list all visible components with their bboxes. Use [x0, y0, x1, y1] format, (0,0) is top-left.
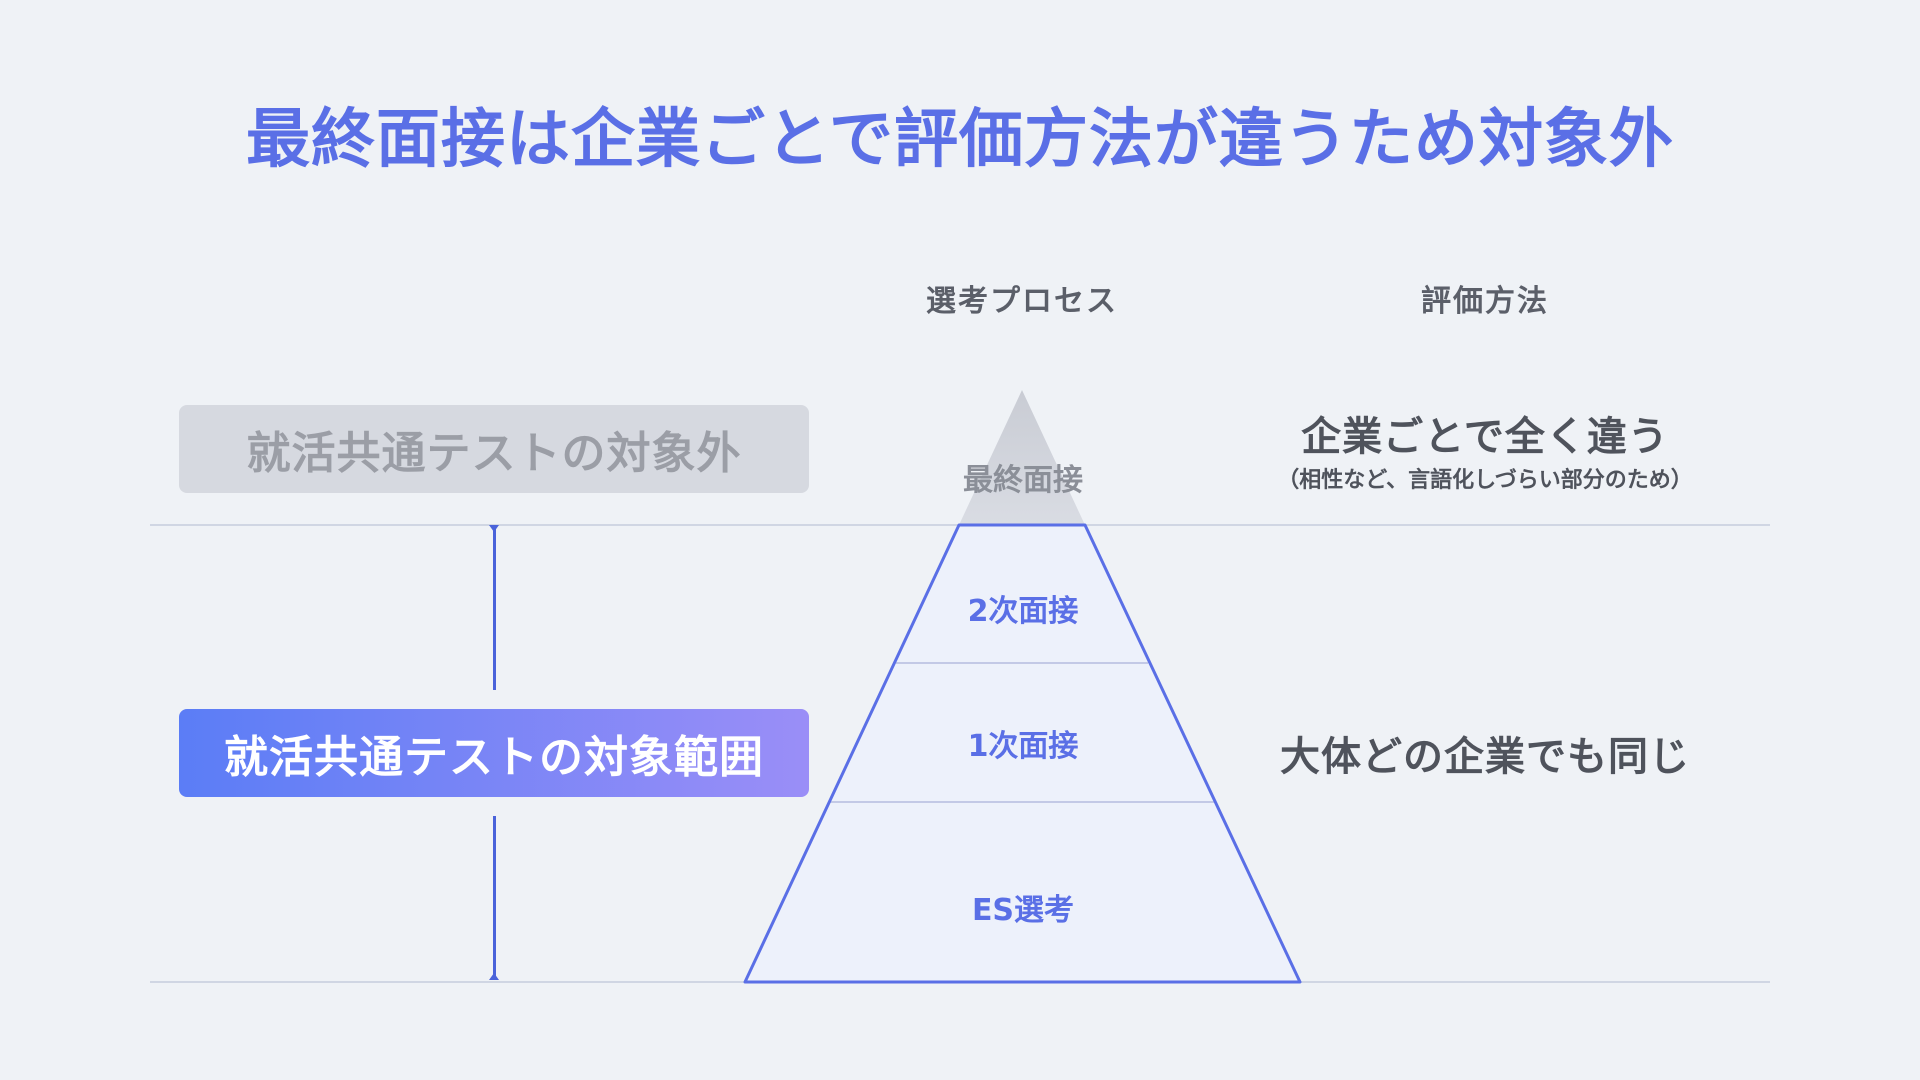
evaluation-top-main: 企業ごとで全く違う	[1301, 414, 1669, 460]
pyramid-outline	[743, 523, 1302, 984]
pyramid-tier-final	[959, 390, 1085, 525]
pyramid-tier-es	[745, 802, 1300, 982]
range-arrow-top	[489, 525, 499, 532]
range-line-upper	[493, 527, 496, 690]
in-scope-label: 就活共通テストの対象範囲	[179, 709, 809, 797]
out-of-scope-label: 就活共通テストの対象外	[179, 405, 809, 493]
header-evaluation: 評価方法	[1421, 284, 1549, 319]
evaluation-bottom-main: 大体どの企業でも同じ	[1280, 734, 1690, 780]
tier-label-first: 1次面接	[967, 729, 1079, 764]
tier-label-second: 2次面接	[967, 594, 1079, 629]
tier-label-es: ES選考	[971, 893, 1075, 928]
page-title: 最終面接は企業ごとで評価方法が違うため対象外	[245, 103, 1675, 177]
pyramid-tier-first	[829, 663, 1215, 802]
tier-label-final: 最終面接	[963, 463, 1083, 498]
evaluation-top-sub: （相性など、言語化しづらい部分のため）	[1277, 468, 1693, 493]
header-process: 選考プロセス	[926, 284, 1118, 319]
pyramid-tier-second	[896, 525, 1148, 663]
range-line-lower	[493, 816, 496, 979]
range-arrow-bottom	[489, 973, 499, 980]
